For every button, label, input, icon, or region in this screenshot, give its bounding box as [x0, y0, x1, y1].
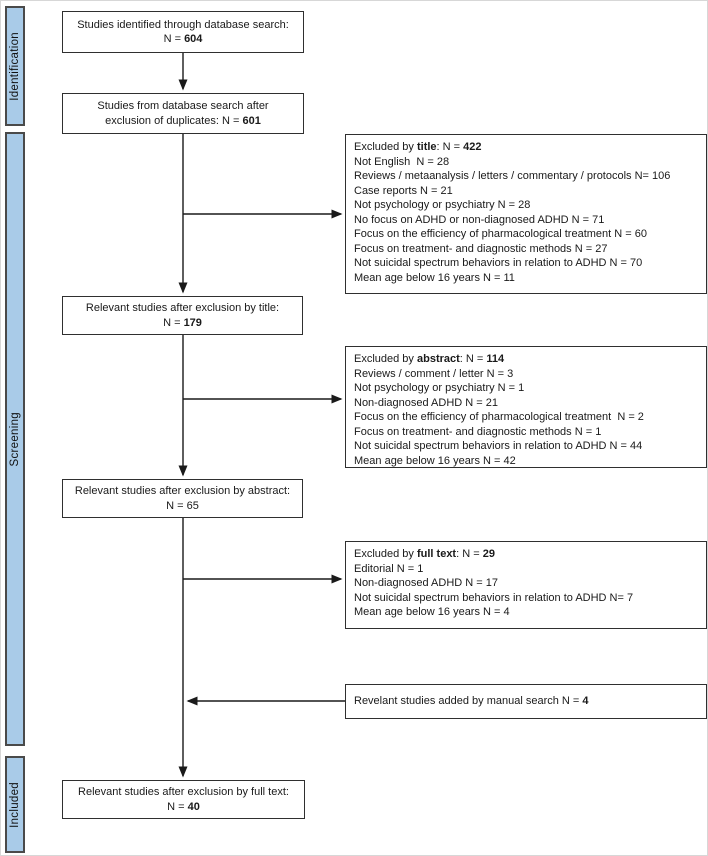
text-segment: exclusion of duplicates: N = — [105, 114, 243, 127]
text-segment-bold: 422 — [463, 141, 482, 153]
text-segment: N = 65 — [166, 499, 199, 512]
text-line: N = 65 — [69, 499, 296, 514]
phase-label-identification: Identification — [5, 6, 25, 126]
text-line: Focus on treatment- and diagnostic metho… — [354, 242, 698, 257]
text-line: Reviews / comment / letter N = 3 — [354, 367, 698, 382]
text-segment-bold: abstract — [416, 353, 460, 365]
box-after-title-exclusion: Relevant studies after exclusion by titl… — [62, 296, 303, 335]
phase-label-included: Included — [5, 756, 25, 853]
text-line: Not psychology or psychiatry N = 1 — [354, 381, 698, 396]
box-after-abstract-exclusion: Relevant studies after exclusion by abst… — [62, 479, 303, 518]
text-line: Mean age below 16 years N = 4 — [354, 605, 698, 620]
text-line: Editorial N = 1 — [354, 562, 698, 577]
text-segment: Non-diagnosed ADHD N = 17 — [354, 577, 498, 589]
text-segment: Mean age below 16 years N = 4 — [354, 606, 510, 618]
text-segment-bold: 179 — [183, 316, 202, 329]
text-segment: Reviews / comment / letter N = 3 — [354, 367, 514, 380]
text-segment: Not psychology or psychiatry N = 1 — [354, 382, 525, 394]
text-segment: Mean age below 16 years N = 42 — [354, 454, 516, 467]
text-segment: Not psychology or psychiatry N = 28 — [354, 199, 531, 211]
text-line: Studies from database search after — [69, 99, 297, 114]
text-segment-bold: title — [416, 141, 437, 153]
text-line: Focus on the efficiency of pharmacologic… — [354, 227, 698, 242]
text-segment: Focus on the efficiency of pharmacologic… — [354, 228, 647, 240]
text-segment-bold: 4 — [582, 695, 589, 708]
box-manual-search: Revelant studies added by manual search … — [345, 684, 707, 719]
text-line: exclusion of duplicates: N = 601 — [69, 114, 297, 129]
text-line: Excluded by abstract: N = 114 — [354, 352, 698, 367]
text-line: Revelant studies added by manual search … — [354, 694, 698, 709]
text-segment: No focus on ADHD or non-diagnosed ADHD N… — [354, 213, 605, 226]
text-segment: Mean age below 16 years N = 11 — [354, 271, 515, 284]
text-segment: Reviews / metaanalysis / letters / comme… — [354, 170, 671, 182]
text-line: Not psychology or psychiatry N = 28 — [354, 198, 698, 213]
text-line: Excluded by title: N = 422 — [354, 140, 698, 155]
text-segment-bold: full text — [416, 548, 457, 560]
text-segment: : N = — [436, 141, 464, 153]
text-line: Non-diagnosed ADHD N = 17 — [354, 576, 698, 591]
text-segment-bold: 114 — [486, 353, 505, 365]
box-studies-identified: Studies identified through database sear… — [62, 11, 304, 53]
text-line: N = 604 — [69, 32, 297, 47]
text-segment: Relevant studies after exclusion by titl… — [85, 302, 280, 314]
text-segment: Excluded by — [354, 548, 417, 560]
text-line: No focus on ADHD or non-diagnosed ADHD N… — [354, 213, 698, 228]
text-line: Mean age below 16 years N = 11 — [354, 271, 698, 286]
text-segment-bold: 29 — [482, 548, 495, 560]
text-segment-bold: 40 — [187, 800, 200, 813]
text-line: Not English N = 28 — [354, 155, 698, 170]
text-segment: Not suicidal spectrum behaviors in relat… — [354, 440, 643, 452]
text-line: Not suicidal spectrum behaviors in relat… — [354, 256, 698, 271]
text-segment: Focus on treatment- and diagnostic metho… — [354, 242, 608, 255]
text-line: Case reports N = 21 — [354, 184, 698, 199]
text-segment: Not English N = 28 — [354, 155, 450, 168]
text-segment: Relevant studies after exclusion by abst… — [74, 485, 291, 497]
box-after-fulltext-exclusion: Relevant studies after exclusion by full… — [62, 780, 305, 819]
text-segment: N = — [167, 800, 188, 813]
text-segment: Excluded by — [354, 353, 417, 365]
text-segment: Not suicidal spectrum behaviors in relat… — [354, 257, 643, 269]
text-line: Focus on treatment- and diagnostic metho… — [354, 425, 698, 440]
text-segment: Relevant studies after exclusion by full… — [78, 786, 289, 798]
text-segment-bold: 601 — [242, 114, 261, 127]
text-segment: Studies from database search after — [97, 100, 269, 112]
phase-label-screening: Screening — [5, 132, 25, 746]
text-line: Reviews / metaanalysis / letters / comme… — [354, 169, 698, 184]
text-line: Non-diagnosed ADHD N = 21 — [354, 396, 698, 411]
text-line: Not suicidal spectrum behaviors in relat… — [354, 591, 698, 606]
text-segment: Not suicidal spectrum behaviors in relat… — [354, 591, 634, 604]
text-line: Focus on the efficiency of pharmacologic… — [354, 410, 698, 425]
text-line: Relevant studies after exclusion by abst… — [69, 484, 296, 499]
text-line: Excluded by full text: N = 29 — [354, 547, 698, 562]
text-segment: Focus on treatment- and diagnostic metho… — [354, 425, 602, 438]
text-segment: : N = — [456, 548, 483, 560]
text-segment: Focus on the efficiency of pharmacologic… — [354, 411, 644, 423]
text-segment: Excluded by — [354, 141, 417, 153]
text-segment: : N = — [459, 353, 487, 365]
text-segment: Studies identified through database sear… — [77, 18, 289, 31]
box-after-duplicate-exclusion: Studies from database search after exclus… — [62, 93, 304, 134]
text-segment: N = — [163, 33, 185, 45]
text-line: Studies identified through database sear… — [69, 18, 297, 33]
text-segment: Revelant studies added by manual search … — [354, 695, 583, 708]
text-segment-bold: 604 — [184, 33, 203, 45]
text-line: Relevant studies after exclusion by titl… — [69, 301, 296, 316]
text-segment: Non-diagnosed ADHD N = 21 — [354, 396, 498, 409]
text-segment: Editorial N = 1 — [354, 562, 424, 575]
text-line: Relevant studies after exclusion by full… — [69, 785, 298, 800]
text-line: Mean age below 16 years N = 42 — [354, 454, 698, 469]
text-line: N = 179 — [69, 316, 296, 331]
text-line: Not suicidal spectrum behaviors in relat… — [354, 439, 698, 454]
text-line: N = 40 — [69, 800, 298, 815]
text-segment: N = — [163, 316, 184, 329]
text-segment: Case reports N = 21 — [354, 184, 453, 197]
